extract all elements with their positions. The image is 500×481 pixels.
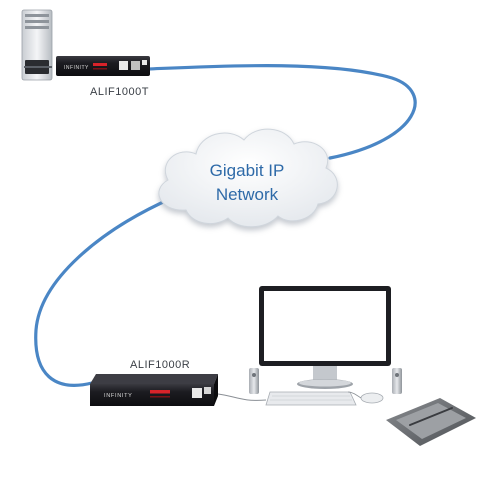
cable-network-to-receiver <box>34 196 174 387</box>
transmitter-brand: INFINITY <box>64 65 89 71</box>
speaker-right <box>392 368 402 394</box>
cable-receiver-to-peripherals <box>217 393 267 401</box>
mouse <box>360 392 384 404</box>
cloud-label-line2: Network <box>216 185 279 204</box>
receiver-unit: INFINITY <box>90 374 218 406</box>
graphics-tablet <box>386 398 476 446</box>
speaker-left <box>249 368 259 394</box>
cloud-label-line1: Gigabit IP <box>210 161 285 180</box>
keyboard <box>265 391 357 406</box>
receiver-brand: INFINITY <box>104 393 133 399</box>
monitor <box>259 286 391 389</box>
transmitter-unit: INFINITY <box>56 56 150 76</box>
led-display <box>93 63 107 66</box>
network-cloud <box>158 128 338 228</box>
cable-transmitter-to-network <box>146 64 417 160</box>
computer-tower <box>21 9 53 81</box>
transmitter-label: ALIF1000T <box>90 86 149 98</box>
led-display <box>150 390 170 394</box>
receiver-label: ALIF1000R <box>130 359 190 371</box>
cable-mouse <box>347 391 362 399</box>
